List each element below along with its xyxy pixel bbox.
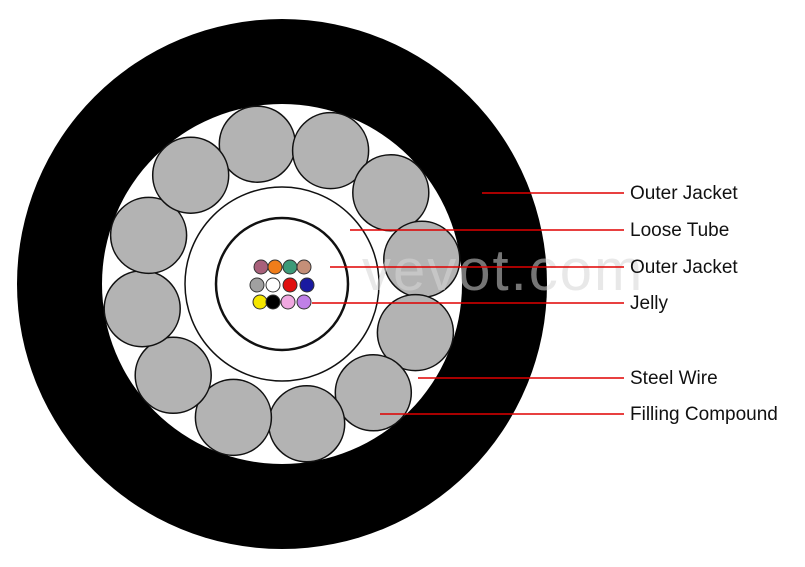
steel-wire xyxy=(151,136,230,214)
optical-fiber xyxy=(296,259,312,275)
label-steel-wire: Steel Wire xyxy=(630,368,718,389)
steel-wire xyxy=(134,336,212,415)
optical-fiber xyxy=(265,294,281,310)
label-inner-jacket: Outer Jacket xyxy=(630,257,738,278)
steel-wire xyxy=(267,385,346,463)
optical-fiber xyxy=(253,259,269,275)
label-loose-tube: Loose Tube xyxy=(630,220,729,241)
optical-fiber xyxy=(282,277,298,293)
steel-wire xyxy=(194,378,273,457)
optical-fiber xyxy=(299,277,315,293)
steel-wire xyxy=(352,153,430,232)
label-outer-jacket: Outer Jacket xyxy=(630,183,738,204)
steel-wire xyxy=(218,105,297,183)
optical-fiber xyxy=(267,259,283,275)
steel-wire xyxy=(334,354,413,432)
steel-wire xyxy=(103,269,181,348)
optical-fiber xyxy=(282,259,298,275)
steel-wire xyxy=(291,111,370,190)
steel-wire xyxy=(109,196,188,275)
optical-fiber xyxy=(296,294,312,310)
steel-wire xyxy=(376,293,455,372)
optical-fiber xyxy=(280,294,296,310)
label-jelly: Jelly xyxy=(630,293,669,314)
optical-fiber xyxy=(265,277,281,293)
watermark: vevot.com xyxy=(362,238,644,303)
loose-tube-inner-wall xyxy=(214,216,350,352)
label-filling-compound: Filling Compound xyxy=(630,404,778,425)
fiber-bundle xyxy=(249,259,315,310)
steel-wire-group xyxy=(103,105,461,463)
optical-fiber xyxy=(252,294,268,310)
callout-group: Outer Jacket Loose Tube Outer Jacket Jel… xyxy=(312,183,778,425)
optical-fiber xyxy=(249,277,265,293)
